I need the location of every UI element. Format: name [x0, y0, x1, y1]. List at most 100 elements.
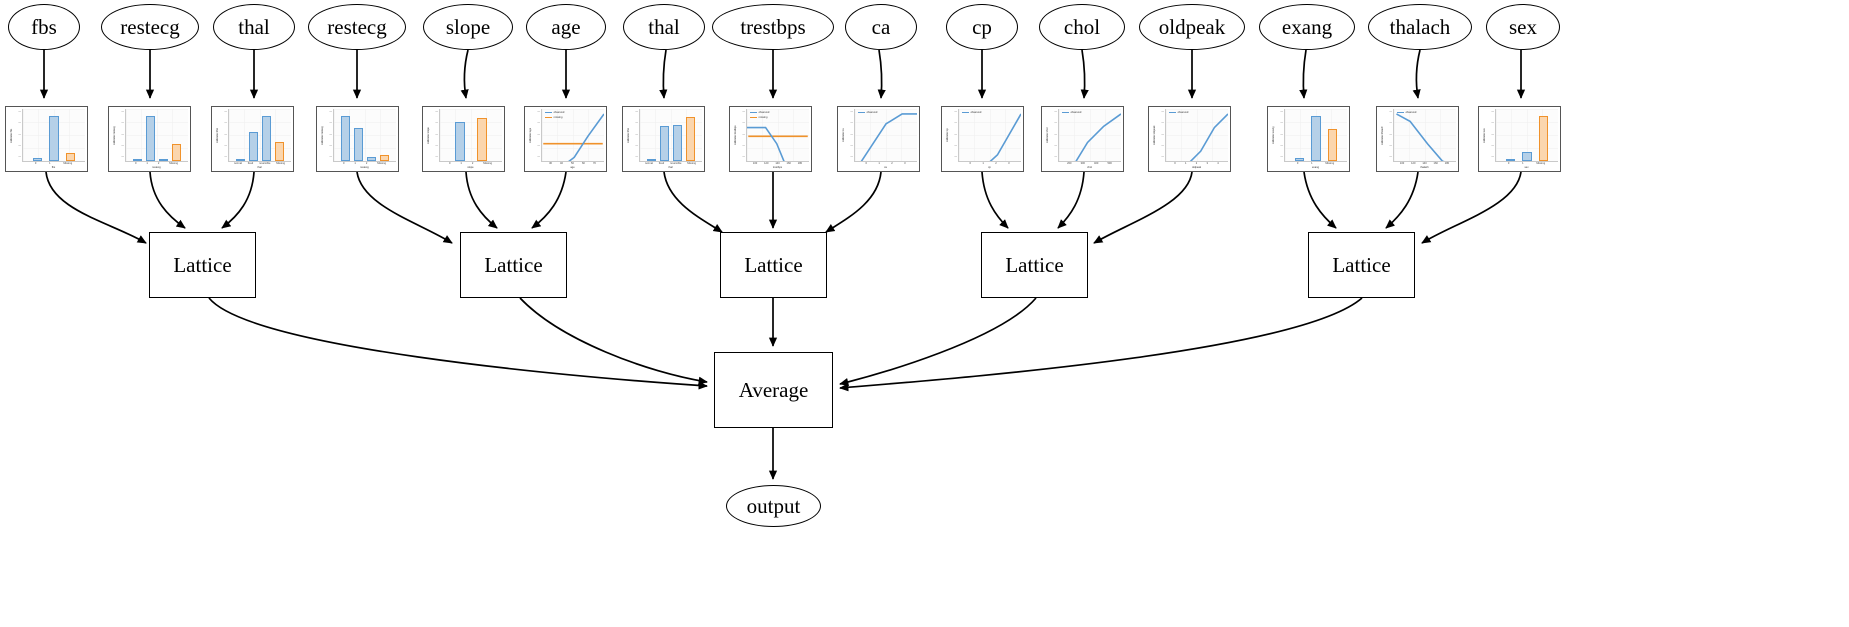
feature-node-ca[interactable]: ca [845, 4, 917, 50]
plot-xtick-label: 4 [1217, 162, 1219, 165]
output-node[interactable]: output [726, 485, 821, 527]
plot-bar-obs [340, 116, 350, 161]
feature-node-oldpeak[interactable]: oldpeak [1139, 4, 1245, 50]
plot-grid [542, 109, 604, 161]
plot-ylabel: calibrated chol [1046, 127, 1049, 144]
plot-bar-obs [132, 159, 142, 161]
plot-xtick-label: reversible [670, 162, 682, 165]
average-label: Average [738, 377, 809, 402]
plot-yticks: ————— [954, 110, 957, 158]
plot-xlabel: restecg [152, 166, 161, 169]
plot-xtick-label: reversible [259, 162, 271, 165]
plot-bars [336, 112, 393, 161]
plot-bar-obs [145, 116, 155, 161]
plot-yticks: ————— [435, 110, 438, 158]
average-node[interactable]: Average [714, 352, 833, 428]
lattice-node-4[interactable]: Lattice [981, 232, 1088, 298]
plot-xlabel: chol [1087, 166, 1092, 169]
feature-node-sex[interactable]: sex [1486, 4, 1560, 50]
plot-bar-obs [1505, 159, 1516, 161]
legend-swatch-icon [545, 112, 553, 114]
feature-node-slope[interactable]: slope [423, 4, 513, 50]
feature-node-exang[interactable]: exang [1259, 4, 1355, 50]
feature-label: age [551, 14, 581, 39]
plot-xlabel: fbs [51, 166, 56, 169]
feature-node-restecg-1[interactable]: restecg [101, 4, 199, 50]
plot-ylabel: calibrated restecg [113, 126, 116, 145]
feature-node-trestbps[interactable]: trestbps [712, 4, 834, 50]
plot-xtick-label: 0 [1296, 162, 1299, 165]
legend-entry-label: observed [1177, 111, 1189, 115]
plot-xtick-label: 400 [1094, 162, 1099, 165]
legend-swatch-icon [858, 112, 866, 114]
legend-entry-label: observed [553, 111, 565, 115]
plot-xtick-label: 120 [764, 162, 769, 165]
plot-xlabel: sex [1524, 166, 1529, 169]
plot-axes [1495, 109, 1558, 162]
plot-xtick-label: 120 [1411, 162, 1416, 165]
plot-xtick-label: 1 [1311, 162, 1313, 165]
plot-lines [1059, 109, 1121, 162]
legend-swatch-icon [750, 116, 758, 118]
plot-xtick-label: Missing [377, 162, 387, 165]
feature-node-cp[interactable]: cp [946, 4, 1018, 50]
feature-label: trestbps [740, 14, 806, 39]
plot-xtick-label: 70 [592, 162, 596, 165]
plot-axes [333, 109, 396, 162]
plot-xtick-label: fixed [658, 162, 665, 165]
plot-yticks: ————— [18, 110, 21, 158]
plot-xtick-label: 1 [1185, 162, 1187, 165]
lattice-node-5[interactable]: Lattice [1308, 232, 1415, 298]
lattice-node-2[interactable]: Lattice [460, 232, 567, 298]
plot-xtick-label: 2 [995, 162, 997, 165]
plot-xtick-label: Missing [276, 162, 286, 165]
plot-xtick-label: 0 [34, 162, 37, 165]
lattice-label: Lattice [744, 252, 803, 277]
plot-xtick-label: 0 [1507, 162, 1510, 165]
legend-entry: observed [1397, 111, 1416, 114]
lattice-label: Lattice [173, 252, 232, 277]
plot-yticks: ————— [1161, 110, 1164, 158]
plot-bar-obs [262, 116, 272, 161]
plot-ylabel: calibrated thalach [1381, 126, 1384, 145]
plot-ylabel: calibrated oldpeak [1153, 125, 1156, 146]
plot-ylabel: calibrated ca [842, 128, 845, 143]
plot-bar-obs [1522, 152, 1532, 161]
plot-ylabel: calibrated slope [427, 127, 430, 144]
plot-xtick-label: 1 [49, 162, 51, 165]
plot-xtick-label: 40 [560, 162, 563, 165]
plot-xtick-label: normal [233, 162, 242, 165]
feature-node-age[interactable]: age [526, 4, 606, 50]
feature-node-restecg-2[interactable]: restecg [308, 4, 406, 50]
lattice-node-3[interactable]: Lattice [720, 232, 827, 298]
feature-node-thal-1[interactable]: thal [213, 4, 295, 50]
plot-grid [1059, 109, 1121, 161]
feature-node-thal-2[interactable]: thal [623, 4, 705, 50]
feature-node-fbs[interactable]: fbs [8, 4, 80, 50]
feature-node-thalach[interactable]: thalach [1368, 4, 1472, 50]
lattice-node-1[interactable]: Lattice [149, 232, 256, 298]
feature-node-chol[interactable]: chol [1039, 4, 1125, 50]
